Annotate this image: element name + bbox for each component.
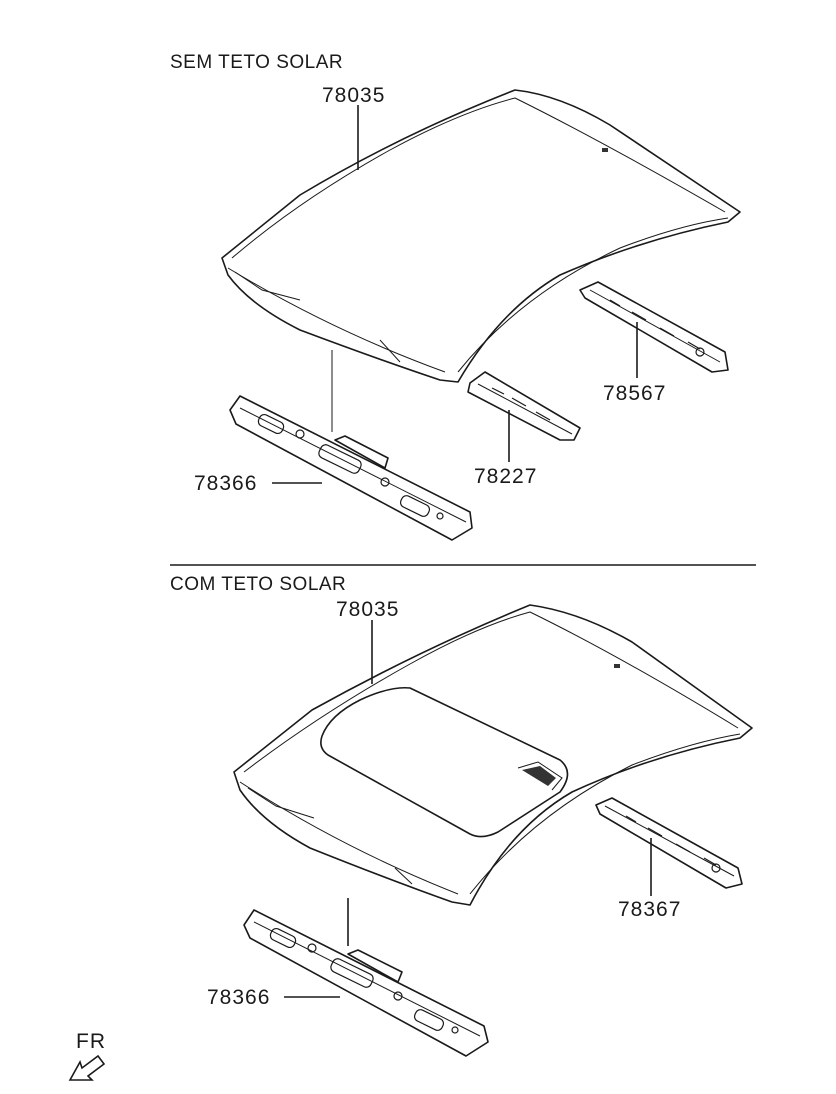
front-direction-indicator: FR	[68, 1030, 106, 1081]
section-without-sunroof: SEM TETO SOLAR	[170, 52, 741, 541]
arrow-front-icon	[68, 1054, 106, 1081]
callout-rear-rail: 78367	[618, 898, 681, 921]
callout-roof-panel: 78035	[336, 598, 399, 621]
callout-front-header: 78366	[207, 986, 270, 1009]
section-with-sunroof: COM TETO SOLAR	[170, 574, 753, 1057]
callout-center-bow: 78227	[474, 465, 537, 488]
rear-roof-rail[interactable]	[595, 797, 743, 889]
callout-rear-rail: 78567	[603, 382, 666, 405]
front-roof-header[interactable]	[243, 909, 489, 1057]
callout-roof-panel: 78035	[322, 84, 385, 107]
roof-panel-sunroof[interactable]	[233, 604, 753, 906]
callout-front-header: 78366	[194, 472, 257, 495]
rear-roof-rail[interactable]	[579, 281, 729, 373]
front-roof-header[interactable]	[229, 395, 473, 541]
section-title: COM TETO SOLAR	[170, 574, 346, 595]
section-title: SEM TETO SOLAR	[170, 52, 343, 73]
roof-panel[interactable]	[221, 89, 741, 383]
direction-label: FR	[76, 1030, 106, 1053]
center-roof-bow[interactable]	[467, 371, 581, 441]
